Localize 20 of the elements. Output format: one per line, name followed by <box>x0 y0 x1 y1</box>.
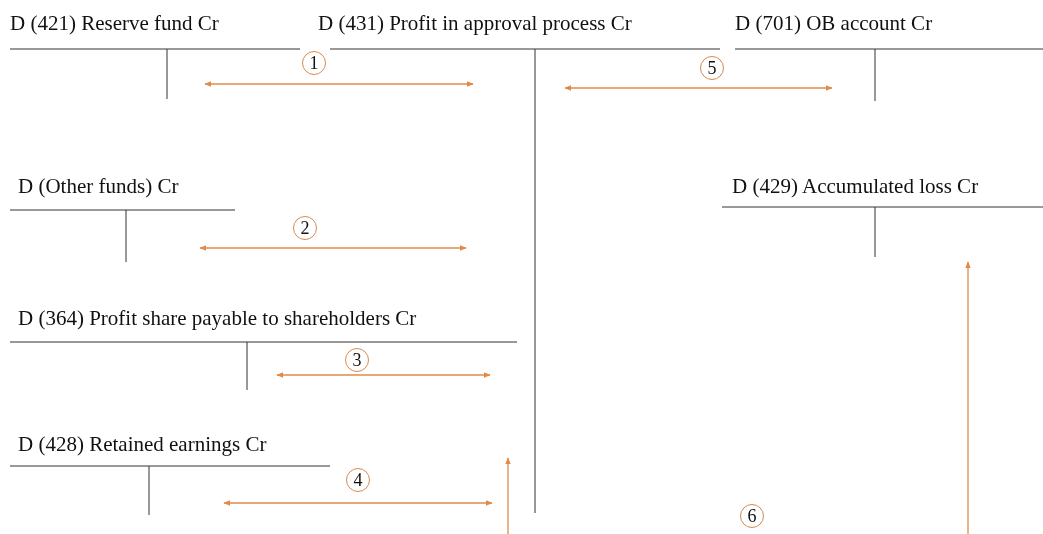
step-number: 1 <box>302 51 326 75</box>
step-number: 3 <box>345 348 369 372</box>
arrow <box>223 500 493 506</box>
account-heading: D (364) Profit share payable to shareholders Cr <box>18 306 417 330</box>
arrow <box>965 261 971 534</box>
account-heading: D (Other funds) Cr <box>18 174 179 198</box>
step-number: 6 <box>740 504 764 528</box>
account-heading: D (428) Retained earnings Cr <box>18 432 267 456</box>
step-number: 2 <box>293 216 317 240</box>
account-heading: D (701) OB account Cr <box>735 11 933 35</box>
arrow <box>505 457 511 534</box>
step-number: 5 <box>700 56 724 80</box>
account-heading: D (421) Reserve fund Cr <box>10 11 219 35</box>
arrow <box>204 81 474 87</box>
step-number: 4 <box>346 468 370 492</box>
arrow <box>564 85 833 91</box>
account-heading: D (429) Accumulated loss Cr <box>732 174 979 198</box>
account-heading: D (431) Profit in approval process Cr <box>318 11 632 35</box>
arrow <box>276 372 491 378</box>
arrow <box>199 245 467 251</box>
